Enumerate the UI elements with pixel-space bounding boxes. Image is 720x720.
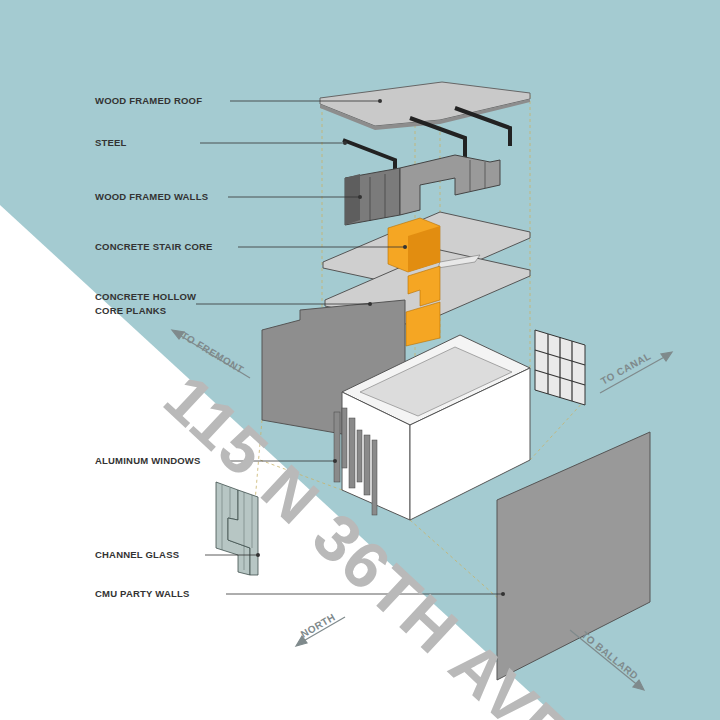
part-label: CONCRETE HOLLOW CORE PLANKS (95, 290, 205, 318)
part-label: CONCRETE STAIR CORE (95, 240, 213, 254)
direction-label: TO BALLARD (579, 629, 640, 681)
part-label: ALUMINUM WINDOWS (95, 454, 201, 468)
part-label: WOOD FRAMED WALLS (95, 190, 208, 204)
part-label: STEEL (95, 136, 127, 150)
part-label: CHANNEL GLASS (95, 548, 179, 562)
direction-label: TO FREMONT (179, 329, 245, 375)
part-label: WOOD FRAMED ROOF (95, 94, 202, 108)
part-label: CMU PARTY WALLS (95, 587, 189, 601)
